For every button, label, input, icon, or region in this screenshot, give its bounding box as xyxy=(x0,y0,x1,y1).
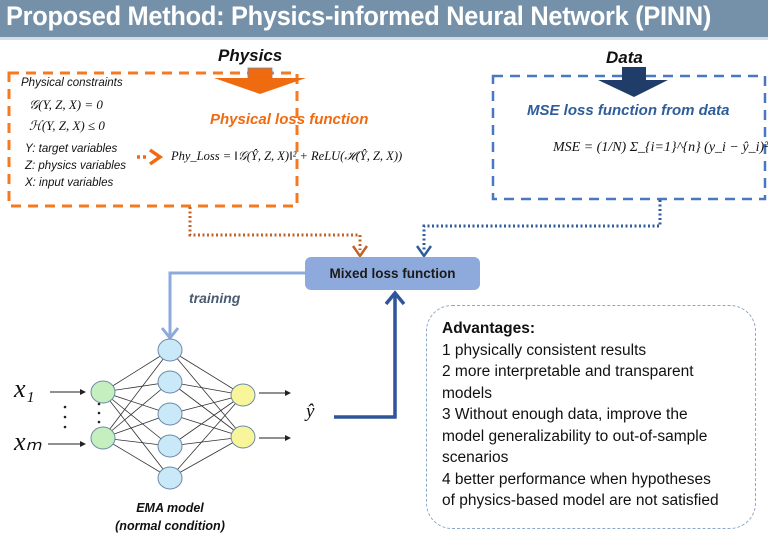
hidden-node xyxy=(157,466,183,490)
hidden-node xyxy=(157,402,183,426)
hidden-node xyxy=(157,370,183,394)
physics-arrow-icon xyxy=(214,67,306,94)
advantages-text: Advantages: 1 physically consistent resu… xyxy=(442,318,719,512)
constraints-heading: Physical constraints xyxy=(21,77,123,89)
network-edge xyxy=(169,394,244,415)
neural-network xyxy=(90,338,256,490)
ellipsis-dots xyxy=(63,402,101,429)
var-y: Y: target variables xyxy=(25,143,118,155)
var-z: Z: physics variables xyxy=(25,160,126,172)
physics-label: Physics xyxy=(218,46,283,65)
hidden-node xyxy=(157,338,183,362)
mse-formula: MSE = (1/N) Σ_{i=1}^{n} (y_i − ŷ_i)² xyxy=(553,140,768,155)
network-edge xyxy=(169,413,244,438)
output-node xyxy=(230,383,256,407)
var-x: X: input variables xyxy=(25,177,114,189)
feedback-arrow xyxy=(334,294,397,419)
network-edge xyxy=(169,349,244,396)
advantage-line: 2 more interpretable and transparent xyxy=(442,363,694,380)
input-arrows xyxy=(48,389,86,447)
advantages-heading: Advantages: xyxy=(442,320,536,337)
network-edge xyxy=(169,394,244,479)
network-edge xyxy=(102,437,171,479)
physics-box xyxy=(7,71,299,208)
advantage-line: of physics-based model are not satisfied xyxy=(442,492,719,509)
data-arrow-icon xyxy=(598,67,668,97)
network-edge xyxy=(169,349,244,438)
physical-loss-formula: Phy_Loss = ‖𝒢(Ŷ, Z, X)‖² + ReLU(ℋ(Ŷ, Z, … xyxy=(171,149,403,163)
network-edge xyxy=(102,391,171,479)
mixed-loss-label: Mixed loss function xyxy=(329,266,456,281)
output-arrows xyxy=(259,390,291,441)
output-node xyxy=(230,425,256,449)
advantage-line: 4 better performance when hypotheses xyxy=(442,470,711,488)
physical-loss-title: Physical loss function xyxy=(210,111,369,128)
training-label: training xyxy=(189,290,241,306)
advantage-line: model generalizability to out-of-sample xyxy=(442,427,708,445)
input-x1: x₁ xyxy=(14,374,35,403)
advantages-box xyxy=(426,305,756,529)
ema-model-label: EMA model (normal condition) xyxy=(115,501,225,533)
network-edge xyxy=(169,394,244,447)
advantage-line: 1 physically consistent results xyxy=(442,341,647,359)
constraint-eq1: 𝒢(Y, Z, X) = 0 xyxy=(29,97,103,112)
advantage-line: scenarios xyxy=(442,449,509,466)
input-xm: xₘ xyxy=(14,427,42,456)
dotted-arrow-icon xyxy=(137,148,164,166)
data-label: Data xyxy=(606,48,643,67)
page-title: Proposed Method: Physics-informed Neural… xyxy=(6,1,712,31)
network-edge xyxy=(169,436,244,479)
training-arrow xyxy=(168,271,305,336)
network-edge xyxy=(169,381,244,438)
advantage-line: 3 Without enough data, improve the xyxy=(442,406,688,423)
advantage-line: models xyxy=(442,384,492,402)
input-node xyxy=(90,380,116,404)
physics-connector xyxy=(188,207,362,250)
mixed-loss-box: Mixed loss function xyxy=(305,257,480,290)
hidden-node xyxy=(157,434,183,458)
network-edge xyxy=(102,391,171,447)
network-edge xyxy=(102,349,171,393)
constraint-eq2: ℋ(Y, Z, X) ≤ 0 xyxy=(29,118,105,133)
input-node xyxy=(90,426,116,450)
output-yhat: ŷ xyxy=(306,401,315,422)
network-edge xyxy=(102,381,171,439)
network-edge xyxy=(102,349,171,439)
title-bar: Proposed Method: Physics-informed Neural… xyxy=(0,0,768,40)
data-connector xyxy=(422,200,662,250)
mse-loss-title: MSE loss function from data xyxy=(527,102,730,119)
